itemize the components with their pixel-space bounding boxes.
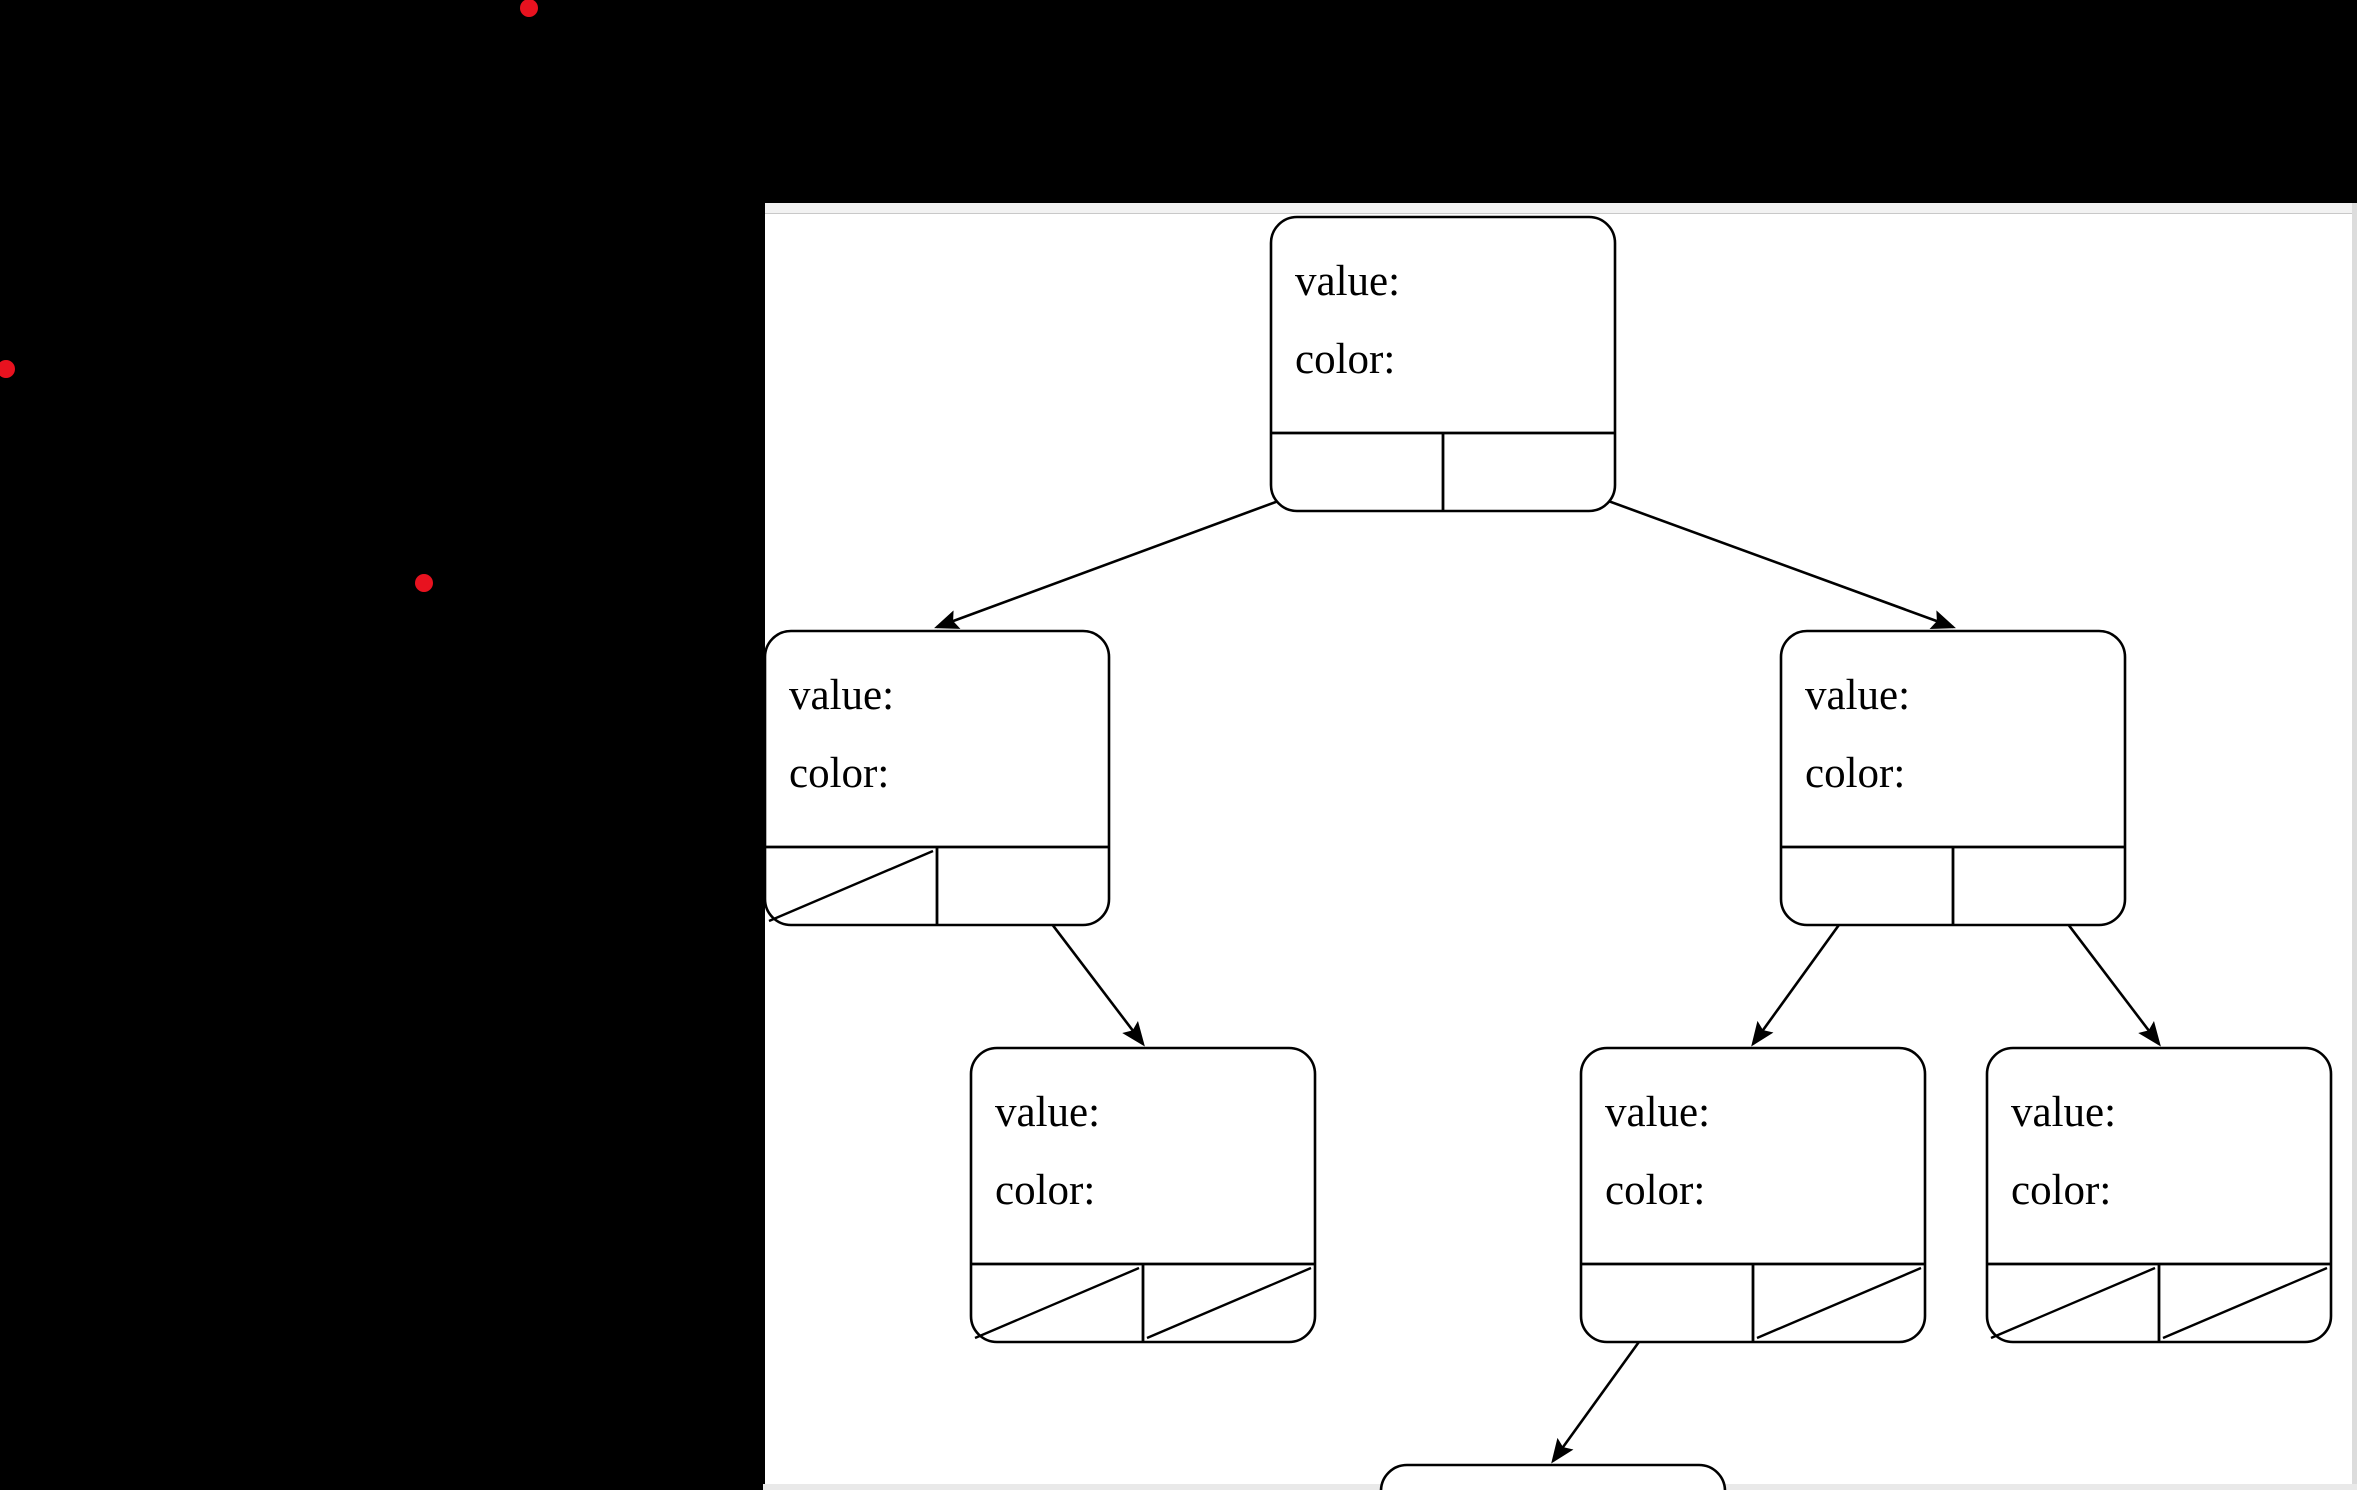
node-value-label: value: bbox=[789, 672, 894, 719]
node-color-label: color: bbox=[1805, 750, 1905, 797]
marker-dot-middle bbox=[415, 574, 433, 592]
tree-node-left-right-leaf[interactable]: value: color: bbox=[969, 1046, 1317, 1344]
marker-dot-top bbox=[520, 0, 538, 17]
marker-dot-left bbox=[0, 360, 15, 378]
null-pointer-slash-right bbox=[1146, 1266, 1312, 1340]
node-value-label: value: bbox=[2011, 1089, 2116, 1136]
node-value-label: value: bbox=[1295, 258, 1400, 305]
tree-node-right-left[interactable]: value: color: bbox=[1579, 1046, 1927, 1344]
edge-root-to-left bbox=[934, 477, 1341, 629]
panel-right-scroll-edge[interactable] bbox=[2352, 203, 2357, 1490]
node-color-label: color: bbox=[995, 1167, 1095, 1214]
node-value-label: value: bbox=[1605, 1089, 1710, 1136]
node-value-label: value: bbox=[1805, 672, 1910, 719]
node-color-label: color: bbox=[1295, 336, 1395, 383]
tree-node-right-child[interactable]: value: color: bbox=[1779, 629, 2127, 927]
tree-node-root[interactable]: value: color: bbox=[1269, 215, 1617, 513]
edge-root-to-right bbox=[1545, 476, 1956, 629]
tree-node-right-right-leaf[interactable]: value: color: bbox=[1985, 1046, 2333, 1344]
tree-node-deepest-leaf[interactable]: value:color: bbox=[1379, 1463, 1727, 1490]
node-box bbox=[1379, 1463, 1727, 1490]
node-color-label: color: bbox=[2011, 1167, 2111, 1214]
node-color-label: color: bbox=[789, 750, 889, 797]
diagram-panel: value: color: value: color: value: color: valu… bbox=[763, 203, 2357, 1490]
tree-diagram: value: color: value: color: value: color: valu… bbox=[763, 215, 2333, 1490]
node-value-label: value: bbox=[995, 1089, 1100, 1136]
null-pointer-slash-left bbox=[974, 1266, 1140, 1340]
panel-top-strip bbox=[763, 203, 2357, 214]
node-color-label: color: bbox=[1605, 1167, 1705, 1214]
null-pointer-slash-right bbox=[1756, 1266, 1922, 1340]
null-pointer-slash-left bbox=[1990, 1266, 2156, 1340]
tree-node-left-child[interactable]: value: color: bbox=[763, 629, 1111, 927]
null-pointer-slash-left bbox=[768, 849, 934, 923]
null-pointer-slash-right bbox=[2162, 1266, 2328, 1340]
